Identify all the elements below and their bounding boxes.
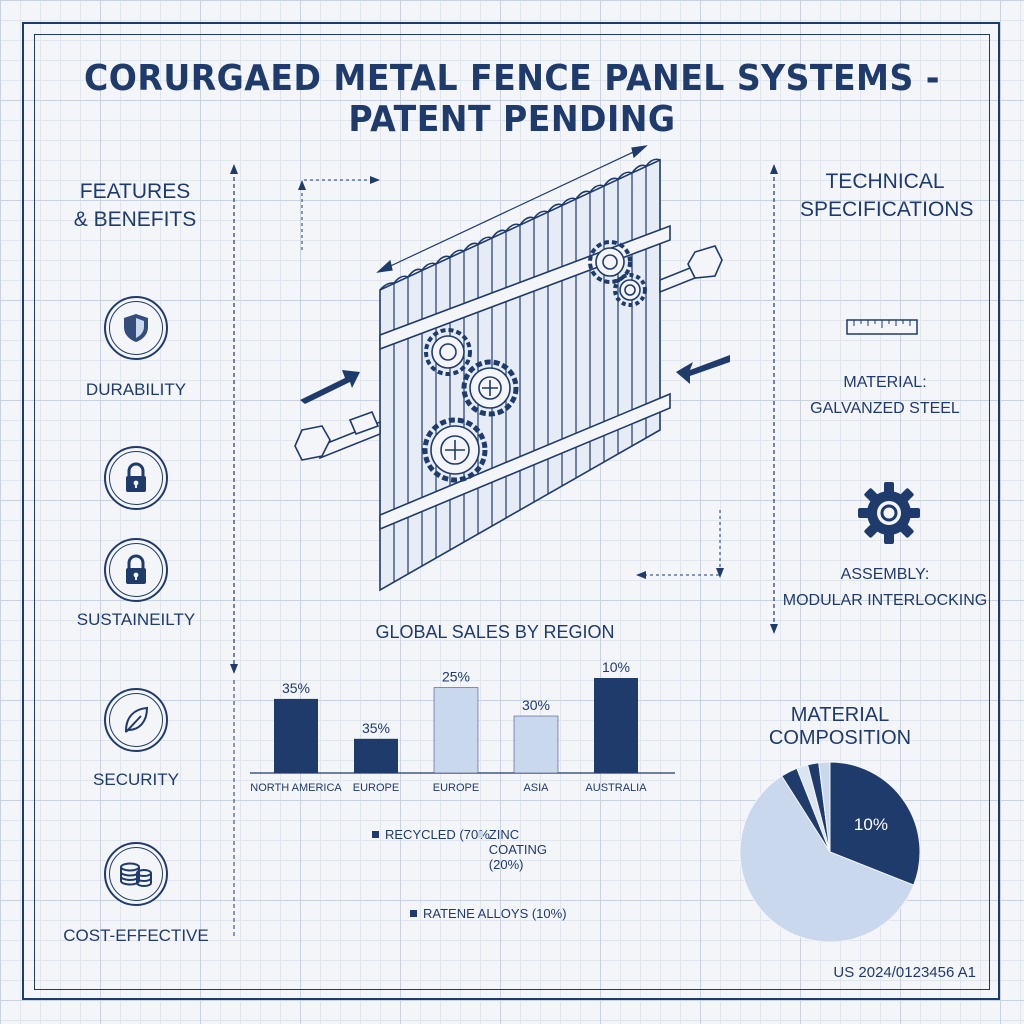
spec-assembly-value: MODULAR INTERLOCKING [782,592,988,609]
spec-assembly-label: ASSEMBLY: [840,566,930,583]
specs-heading-line2: SPECIFICATIONS [800,198,974,221]
shield-icon [104,296,168,360]
corner-arrowheads-bottom [636,568,724,579]
legend-item-recycled: RECYCLED (70% [372,827,490,842]
spec-assembly: ASSEMBLY: MODULAR INTERLOCKING [775,562,995,614]
corner-arrowheads [298,176,380,190]
bar-4 [594,678,638,773]
feature-label-security: SECURITY [93,770,179,789]
coins-icon [104,842,168,906]
shaft-left [294,410,381,461]
feature-label-sustainability: SUSTAINEILTY [76,610,196,629]
bar-category-label: NORTH AMERICA [250,782,342,794]
legend-item-zinc: ZINC COATING (20%) [478,827,578,872]
page-title: CORURGAED METAL FENCE PANEL SYSTEMS - PA… [83,58,940,140]
ruler-icon [846,319,918,335]
legend-swatch [410,910,417,917]
bar-chart: 35% NORTH AMERICA 35% EUROPE 25% EUROPE 30% ASI… [250,660,675,794]
specs-heading: TECHNICAL SPECIFICATIONS [800,168,974,224]
legend-item-alloys: RATENE ALLOYS (10%) [410,906,567,921]
dimension-top [376,145,648,273]
legend-label: RATENE ALLOYS (10%) [423,906,567,921]
spec-material-value: GALVANZED STEEL [810,400,960,417]
bar-category-label: EUROPE [433,782,479,794]
leaf-icon [104,688,168,752]
pie-slice-label: 10% [854,815,888,834]
bar-category-label: AUSTRALIA [585,782,647,794]
legend-swatch [372,831,379,838]
bar-2 [433,687,479,774]
bar-data-label: 35% [282,680,310,696]
gear-assembly [422,240,647,483]
bar-data-label: 30% [522,697,550,713]
patent-number: US 2024/0123456 A1 [833,964,976,981]
lock-icon [104,538,168,602]
bar-data-label: 35% [362,720,390,736]
bar-1 [354,738,398,773]
legend-label: ZINC COATING (20%) [488,827,548,872]
pie-slice-0 [829,761,921,886]
arrow-in-right [676,355,730,384]
left-dimension-line [230,164,238,674]
fence-panel [379,158,671,592]
feature-label-durability: DURABILITY [85,380,187,399]
features-heading-line1: FEATURES [79,180,191,203]
fence-panel-illustration [294,145,730,592]
legend-label: RECYCLED (70% [385,827,490,842]
left-guide-line [233,680,235,936]
feature-label-cost-effective: COST-EFFECTIVE [63,926,209,945]
bar-category-label: ASIA [523,782,549,794]
bar-data-label: 10% [602,660,630,675]
bar-category-label: EUROPE [353,782,399,794]
features-heading: FEATURES & BENEFITS [60,178,210,234]
shaft-right [659,245,723,294]
pie-chart-title: MATERIAL COMPOSITION [768,704,912,749]
right-dimension-line [770,164,778,634]
legend-swatch [478,831,483,838]
inner-frame [34,34,990,990]
bar-data-label: 25% [442,669,470,685]
outer-frame [22,22,1000,1000]
pie-slice-1 [739,775,915,943]
spec-material-label: MATERIAL: [843,374,927,391]
specs-heading-line1: TECHNICAL [825,170,945,193]
features-heading-line2: & BENEFITS [73,208,197,231]
pie-chart: 10% [739,761,921,943]
bar-0 [274,698,318,773]
arrow-in-left [300,370,360,404]
spec-material: MATERIAL: GALVANZED STEEL [775,370,995,422]
pie-slice-5 [818,761,831,853]
bar-chart-title: GLOBAL SALES BY REGION [375,622,615,642]
lock-icon [104,446,168,510]
gear-icon [858,482,920,544]
bar-3 [513,715,559,774]
